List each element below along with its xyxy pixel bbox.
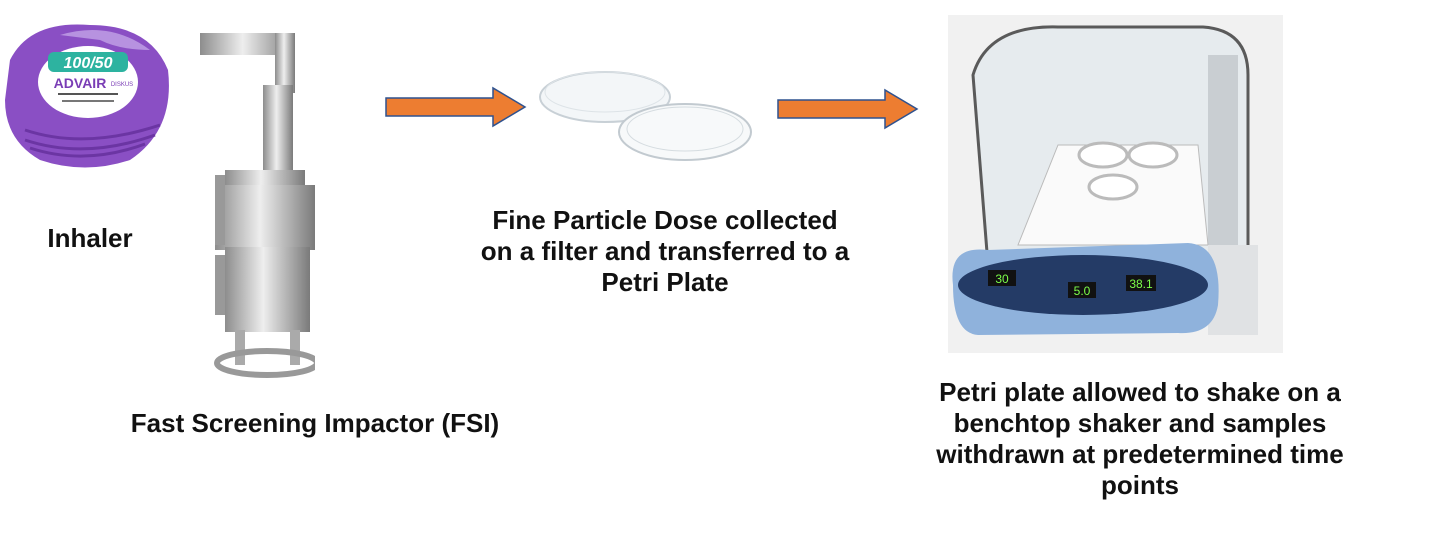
svg-text:5.0: 5.0 [1074,284,1091,298]
fsi-label: Fast Screening Impactor (FSI) [130,408,500,438]
svg-text:38.1: 38.1 [1129,277,1153,291]
shaker-label-line: benchtop shaker and samples [953,408,1327,438]
arrow-right-icon [385,86,527,128]
shaker-label-line: Petri plate allowed to shake on a [939,377,1341,407]
arrow-right-icon [777,88,919,130]
petri-label-line: Petri Plate [601,267,729,297]
inhaler-image: 100/50 ADVAIR DISKUS [5,24,169,168]
svg-text:ADVAIR: ADVAIR [54,75,107,91]
fsi-image [200,33,315,378]
petri-dish-image [539,71,752,161]
shaker-label: Petri plate allowed to shake on a bencht… [880,377,1400,501]
petri-label: Fine Particle Dose collected on a filter… [425,205,905,298]
inhaler-label: Inhaler [47,223,133,253]
shaker-image: 30 5.0 38.1 [948,15,1283,353]
petri-label-line: on a filter and transferred to a [480,236,850,266]
svg-text:100/50: 100/50 [64,55,113,72]
svg-text:DISKUS: DISKUS [111,82,133,88]
petri-label-line: Fine Particle Dose collected [492,205,838,235]
svg-text:30: 30 [995,272,1009,286]
shaker-label-line: withdrawn at predetermined time [936,439,1344,469]
shaker-label-line: points [1101,470,1179,500]
